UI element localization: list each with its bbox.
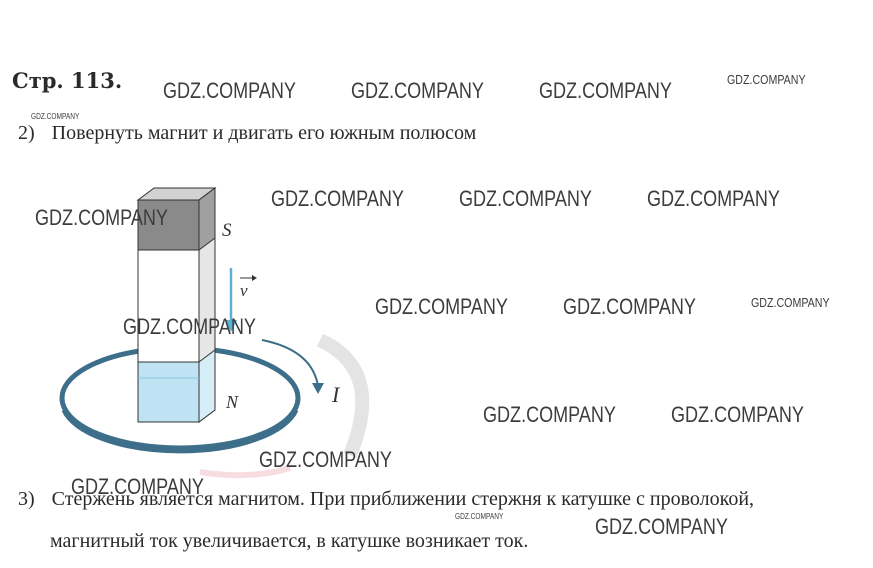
- answer-item-3-line-2: магнитный ток увеличивается, в катушке в…: [50, 530, 529, 552]
- magnet-coil-figure: v S N I: [59, 187, 370, 479]
- label-i: I: [331, 382, 341, 407]
- watermark: GDZ.COMPANY: [483, 402, 616, 427]
- watermark: GDZ.COMPANY: [259, 447, 392, 472]
- label-n: N: [225, 392, 239, 412]
- watermark: GDZ.COMPANY: [351, 78, 484, 103]
- label-v: v: [240, 281, 248, 300]
- answer-item-2: 2) Повернуть магнит и двигать его южным …: [18, 122, 476, 145]
- item-text: Стержень является магнитом. При приближе…: [51, 488, 755, 510]
- item-number: 3): [18, 488, 35, 510]
- watermark: GDZ.COMPANY: [671, 402, 804, 427]
- watermark: GDZ.COMPANY: [751, 295, 830, 310]
- watermark: GDZ.COMPANY: [727, 72, 806, 87]
- magnet-south-pole: [137, 199, 200, 251]
- watermark: GDZ.COMPANY: [271, 186, 404, 211]
- watermark: GDZ.COMPANY: [35, 205, 168, 230]
- watermark: GDZ.COMPANY: [31, 112, 80, 121]
- page-label: Стр. 113.: [12, 68, 123, 93]
- magnet-north-pole: [137, 361, 200, 423]
- current-arrow: [261, 339, 319, 387]
- watermark: GDZ.COMPANY: [539, 78, 672, 103]
- watermark: GDZ.COMPANY: [647, 186, 780, 211]
- watermark: GDZ.COMPANY: [123, 314, 256, 339]
- watermark: GDZ.COMPANY: [563, 294, 696, 319]
- answer-item-3: 3) Стержень является магнитом. При прибл…: [18, 488, 754, 511]
- watermark: GDZ.COMPANY: [455, 512, 504, 521]
- watermark: GDZ.COMPANY: [71, 474, 204, 499]
- bar-magnet: [136, 187, 217, 423]
- watermark: GDZ.COMPANY: [595, 514, 728, 539]
- watermark: GDZ.COMPANY: [375, 294, 508, 319]
- watermark: GDZ.COMPANY: [459, 186, 592, 211]
- label-s: S: [222, 220, 232, 241]
- item-number: 2): [18, 122, 35, 144]
- watermark: GDZ.COMPANY: [163, 78, 296, 103]
- item-text: Повернуть магнит и двигать его южным пол…: [51, 122, 477, 144]
